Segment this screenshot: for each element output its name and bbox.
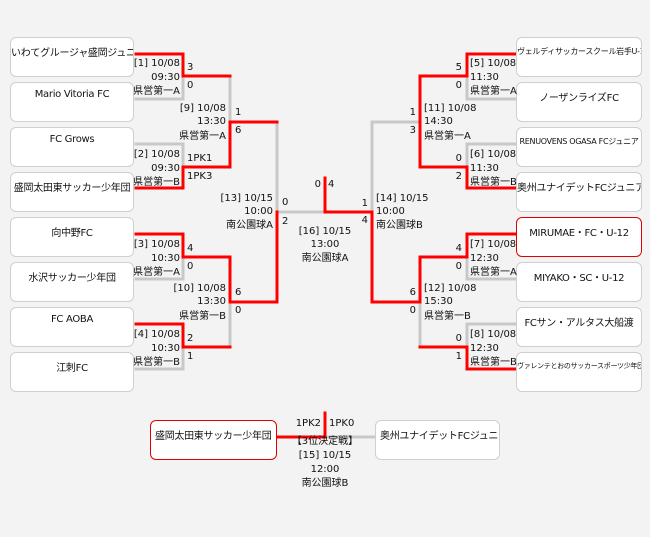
match-label: [3] 10/08 <box>133 239 180 250</box>
team-box-left-6: 水沢サッカー少年団 <box>10 262 134 302</box>
score: 3 <box>187 62 194 73</box>
match-time: 10:30 <box>151 343 180 354</box>
match-label: [2] 10/08 <box>133 149 180 160</box>
team-box-right-3: RENUOVENS OGASA FCジュニア <box>516 127 642 167</box>
team-box-left-1: いわてグルージャ盛岡ジュニア <box>10 37 134 77</box>
match-label: [10] 10/08 <box>173 283 226 294</box>
match-time: 09:30 <box>151 72 180 83</box>
score: 1 <box>187 351 194 362</box>
match-time: 14:30 <box>424 116 453 127</box>
team-box-left-7: FC AOBA <box>10 307 134 347</box>
score: 0 <box>409 305 416 316</box>
match-label: [6] 10/08 <box>470 149 517 160</box>
third-place-score-left: 1PK2 <box>295 418 321 429</box>
match-label: [12] 10/08 <box>424 283 477 294</box>
match-venue: 県営第一A <box>133 86 180 97</box>
match-label: [1] 10/08 <box>133 58 180 69</box>
score: 4 <box>455 243 462 254</box>
third-place-title: 【3位決定戦】 <box>291 436 359 447</box>
match-venue: 県営第一A <box>424 131 471 142</box>
match-time: 09:30 <box>151 163 180 174</box>
match-venue: 南公園球A <box>301 253 349 264</box>
score: 0 <box>455 333 462 344</box>
match-label: [13] 10/15 <box>220 193 273 204</box>
score: 2 <box>455 171 462 182</box>
match-venue: 南公園球B <box>301 478 349 489</box>
match-venue: 県営第一B <box>179 311 226 322</box>
score: 1 <box>409 107 416 118</box>
score: 6 <box>235 125 242 136</box>
score: 4 <box>187 243 194 254</box>
match-label: [16] 10/15 <box>298 226 352 237</box>
score: 1PK1 <box>187 153 213 164</box>
match-venue: 県営第一A <box>133 267 180 278</box>
team-box-right-1: ヴェルディサッカースクール岩手U-12 <box>516 37 642 77</box>
third-place-team-right: 奥州ユナイデットFCジュニア <box>375 420 500 460</box>
team-box-right-7: FCサン・アルタス大船渡 <box>516 307 642 347</box>
score: 1PK3 <box>187 171 213 182</box>
score: 0 <box>455 261 462 272</box>
match-time: 10:30 <box>151 253 180 264</box>
match-venue: 南公園球A <box>226 220 273 231</box>
third-place-team-left: 盛岡太田東サッカー少年団 <box>150 420 277 460</box>
match-venue: 県営第一B <box>470 357 517 368</box>
match-label: [15] 10/15 <box>298 450 352 461</box>
match-label: [8] 10/08 <box>470 329 517 340</box>
match-time: 12:30 <box>470 343 499 354</box>
match-label: [5] 10/08 <box>470 58 517 69</box>
match-time: 13:30 <box>197 116 226 127</box>
score: 1 <box>455 351 462 362</box>
score: 4 <box>361 215 368 226</box>
team-box-right-4: 奥州ユナイデットFCジュニア <box>516 172 642 212</box>
match-time: 11:30 <box>470 72 499 83</box>
score: 0 <box>187 80 194 91</box>
match-label: [7] 10/08 <box>470 239 517 250</box>
match-venue: 南公園球B <box>376 220 423 231</box>
team-box-right-5: MIRUMAE・FC・U-12 <box>516 217 642 257</box>
score: 0 <box>455 80 462 91</box>
match-time: 10:00 <box>376 206 405 217</box>
team-box-left-3: FC Grows <box>10 127 134 167</box>
match-label: [11] 10/08 <box>424 103 477 114</box>
match-venue: 県営第一B <box>470 177 517 188</box>
match-time: 12:00 <box>310 464 340 475</box>
match-venue: 県営第一B <box>133 177 180 188</box>
score: 1 <box>235 107 242 118</box>
score: 0 <box>235 305 242 316</box>
team-box-right-2: ノーザンライズFC <box>516 82 642 122</box>
match-time: 15:30 <box>424 296 453 307</box>
match-label: [9] 10/08 <box>179 103 226 114</box>
match-time: 13:30 <box>197 296 226 307</box>
match-venue: 県営第一A <box>179 131 226 142</box>
score: 0 <box>187 261 194 272</box>
match-venue: 県営第一B <box>424 311 471 322</box>
team-box-left-8: 江刺FC <box>10 352 134 392</box>
team-box-left-5: 向中野FC <box>10 217 134 257</box>
team-box-right-8: ヴァレンテとおのサッカースポーツ少年団 <box>516 352 642 392</box>
team-box-left-2: Mario Vitoria FC <box>10 82 134 122</box>
match-label: [4] 10/08 <box>133 329 180 340</box>
match-time: 11:30 <box>470 163 499 174</box>
match-venue: 県営第一A <box>470 267 517 278</box>
score: 1 <box>361 198 368 209</box>
score: 0 <box>282 197 289 208</box>
score: 0 <box>455 153 462 164</box>
score: 2 <box>187 333 194 344</box>
match-time: 10:00 <box>244 206 273 217</box>
match-label: [14] 10/15 <box>376 193 429 204</box>
match-venue: 県営第一A <box>470 86 517 97</box>
score: 2 <box>282 216 289 227</box>
score: 6 <box>409 287 416 298</box>
team-box-left-4: 盛岡太田東サッカー少年団 <box>10 172 134 212</box>
score: 3 <box>409 125 416 136</box>
score: 6 <box>235 287 242 298</box>
final-score-left: 0 <box>314 179 321 190</box>
match-time: 12:30 <box>470 253 499 264</box>
score: 5 <box>455 62 462 73</box>
final-score-right: 4 <box>328 179 335 190</box>
match-time: 13:00 <box>310 239 340 250</box>
match-venue: 県営第一B <box>133 357 180 368</box>
team-box-right-6: MIYAKO・SC・U-12 <box>516 262 642 302</box>
third-place-score-right: 1PK0 <box>329 418 355 429</box>
